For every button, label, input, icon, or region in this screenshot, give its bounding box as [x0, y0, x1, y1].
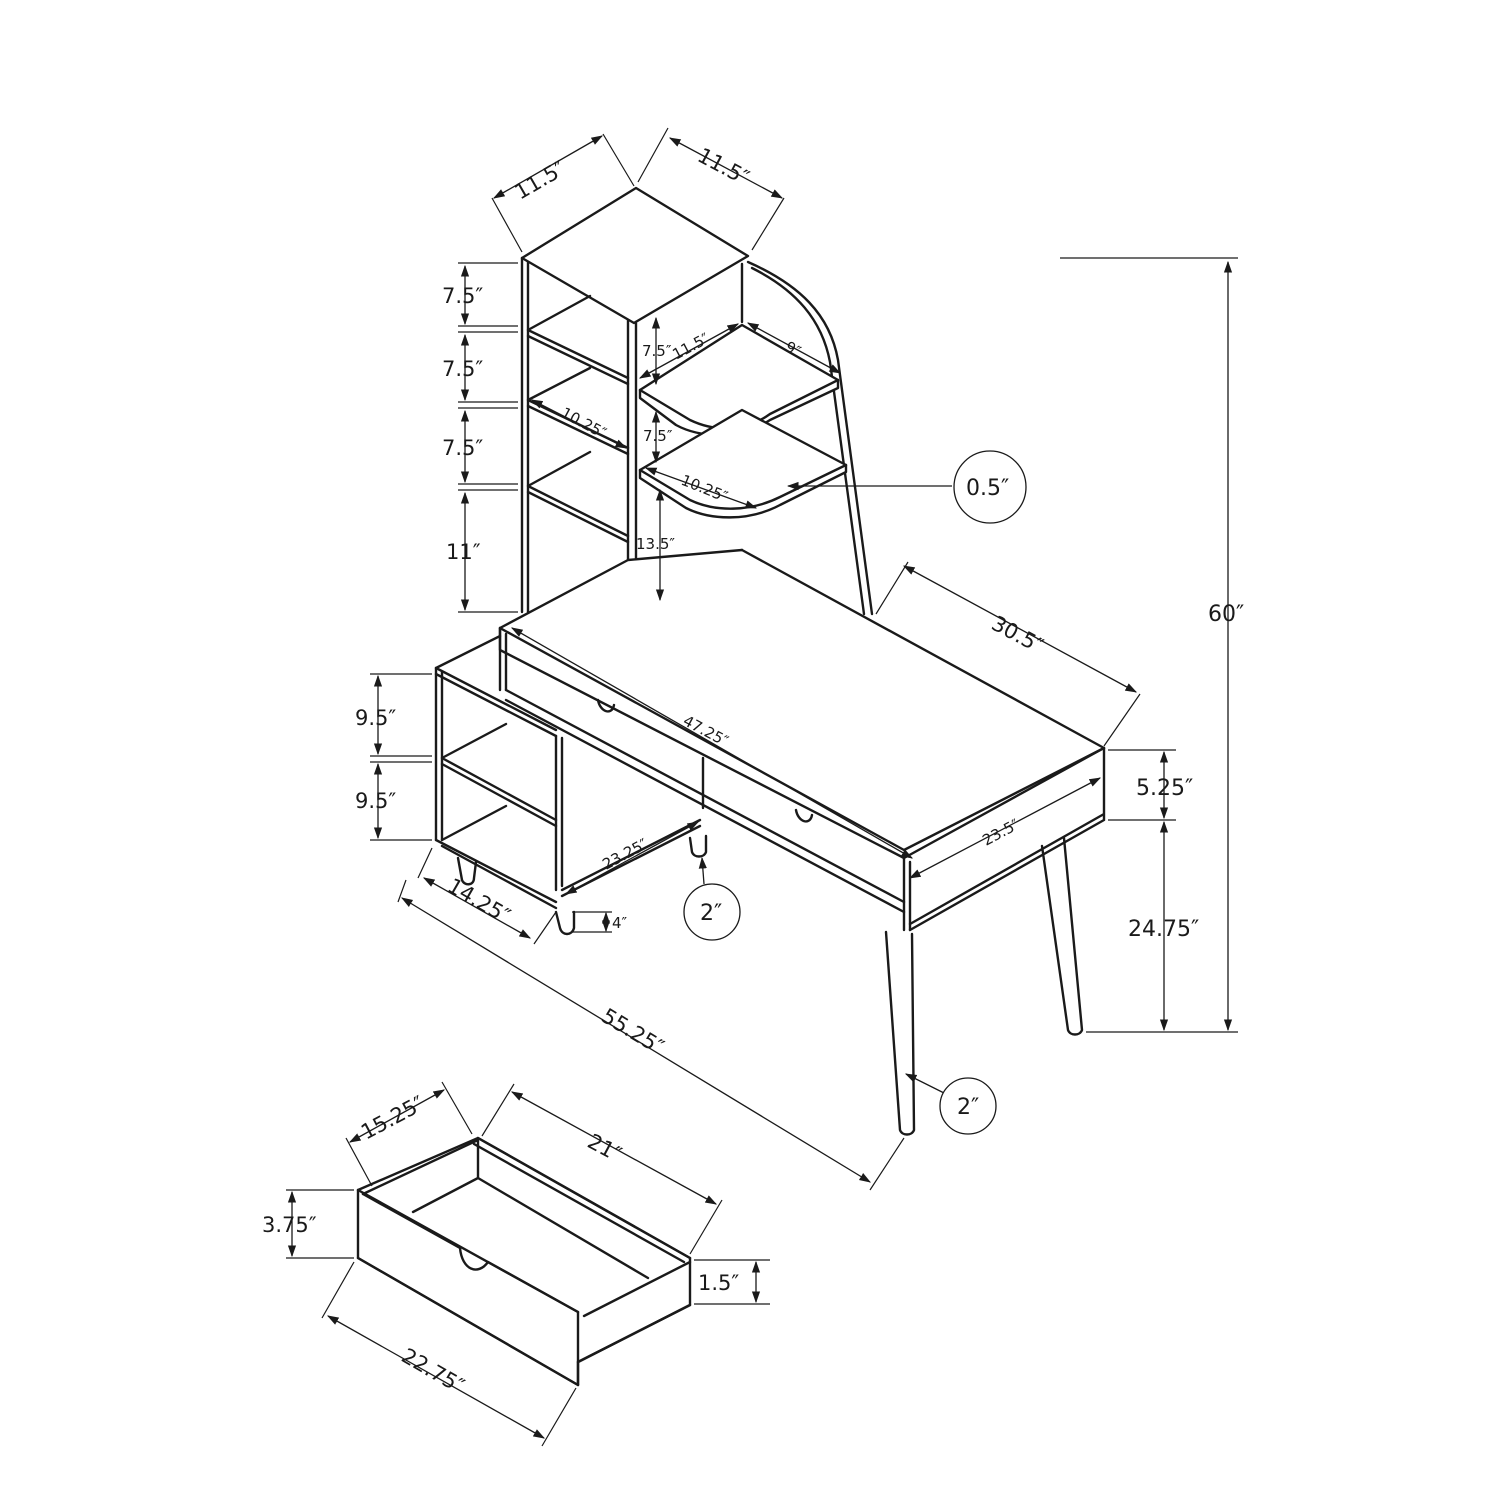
desk-depth-label: 30.5″	[988, 611, 1048, 658]
drawer-height-label: 3.75″	[262, 1213, 317, 1237]
corner-shelf-gap-label: 7.5″	[643, 427, 673, 445]
foot-diameter-label: 2″	[700, 901, 722, 926]
leg-diameter-callout	[939, 1077, 997, 1135]
corner-shelf-height-top-label: 7.5″	[642, 342, 672, 360]
hutch-shelf-spacing-1-label: 7.5″	[442, 284, 483, 308]
drawer-width-label: 15.25″	[357, 1091, 428, 1144]
hutch-shelf-spacing-4-label: 11″	[446, 540, 481, 564]
total-width-label: 55.25″	[597, 1004, 668, 1060]
cabinet-shelf-spacing-2-label: 9.5″	[355, 789, 396, 813]
cabinet-depth-label: 14.25″	[444, 874, 515, 929]
hutch-top-width-right-label: 11.5″	[694, 143, 754, 190]
leg-diameter-label: 2″	[957, 1095, 979, 1120]
leg-height-label: 24.75″	[1128, 917, 1199, 942]
dimension-lines	[286, 127, 1238, 1447]
inner-shelf-depth-label: 10.25″	[558, 404, 610, 443]
shelf-thickness-label: 0.5″	[966, 476, 1009, 501]
corner-shelf-clearance-label: 13.5″	[636, 535, 675, 553]
hutch-shelf-spacing-2-label: 7.5″	[442, 357, 483, 381]
shelf-thickness-callout	[953, 450, 1027, 524]
side-depth-label: 23.5″	[979, 815, 1022, 849]
cabinet-shelf-spacing-1-label: 9.5″	[355, 706, 396, 730]
cabinet-inner-width-label: 23.25″	[599, 835, 651, 874]
cabinet-foot-callout	[683, 883, 741, 941]
hutch-top-width-left-label: 11.5″	[511, 156, 570, 204]
hutch-shelf-spacing-3-label: 7.5″	[442, 436, 483, 460]
apron-height-label: 5.25″	[1136, 776, 1193, 801]
foot-height-label: 4″	[612, 914, 628, 932]
drawer-front-length-label: 22.75″	[398, 1344, 469, 1399]
drawer-side-height-label: 1.5″	[698, 1271, 739, 1295]
total-height-label: 60″	[1208, 602, 1244, 627]
